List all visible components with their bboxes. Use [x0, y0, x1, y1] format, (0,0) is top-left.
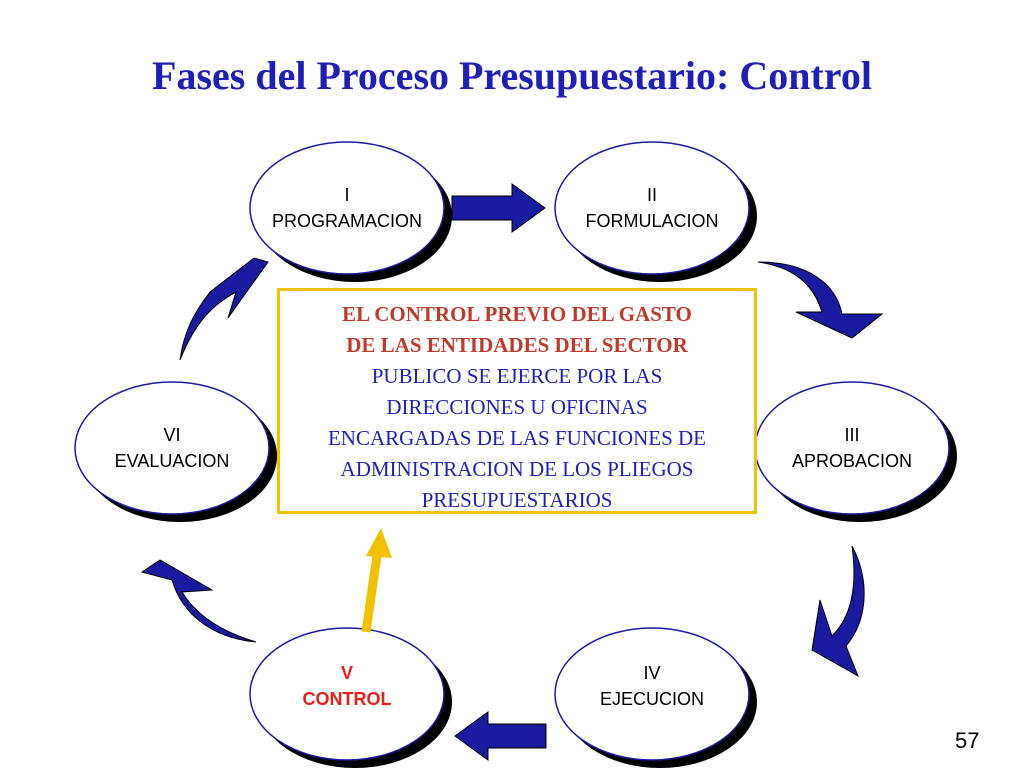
curved-arrow-icon: [811, 545, 865, 678]
phase-ellipse-programacion: [249, 141, 445, 275]
arrow-left-icon: [454, 711, 547, 761]
phase-label-programacion: I PROGRAMACION: [271, 185, 422, 231]
curved-arrow-icon: [757, 261, 884, 339]
phase-label-formulacion: II FORMULACION: [585, 185, 719, 231]
phase-ellipse-control: [249, 627, 445, 761]
description-line: ENCARGADAS DE LAS FUNCIONES DE: [327, 426, 707, 450]
phase-label-evaluacion: VI EVALUACION: [114, 425, 230, 471]
slide-title: Fases del Proceso Presupuestario: Contro…: [152, 53, 872, 98]
description-line: DIRECCIONES U OFICINAS: [386, 395, 648, 419]
curved-arrow-icon: [140, 559, 257, 643]
phase-label-control: V CONTROL: [302, 663, 392, 709]
description-line: EL CONTROL PREVIO DEL GASTO: [342, 302, 692, 326]
curved-arrow-icon: [179, 257, 269, 361]
phase-ellipse-evaluacion: [74, 381, 270, 515]
arrow-right-icon: [451, 183, 546, 233]
description-line: PUBLICO SE EJERCE POR LAS: [371, 364, 663, 388]
up-arrow-icon: [361, 528, 392, 633]
phase-label-ejecucion: IV EJECUCION: [599, 663, 704, 709]
phase-ellipse-formulacion: [554, 141, 750, 275]
control-description-box: EL CONTROL PREVIO DEL GASTO DE LAS ENTID…: [277, 288, 757, 514]
description-line: DE LAS ENTIDADES DEL SECTOR: [346, 333, 688, 357]
description-line: ADMINISTRACION DE LOS PLIEGOS: [340, 457, 694, 481]
phase-label-aprobacion: III APROBACION: [791, 425, 913, 471]
phase-ellipse-ejecucion: [554, 627, 750, 761]
description-line: PRESUPUESTARIOS: [421, 488, 613, 512]
page-number: 57: [955, 728, 980, 753]
